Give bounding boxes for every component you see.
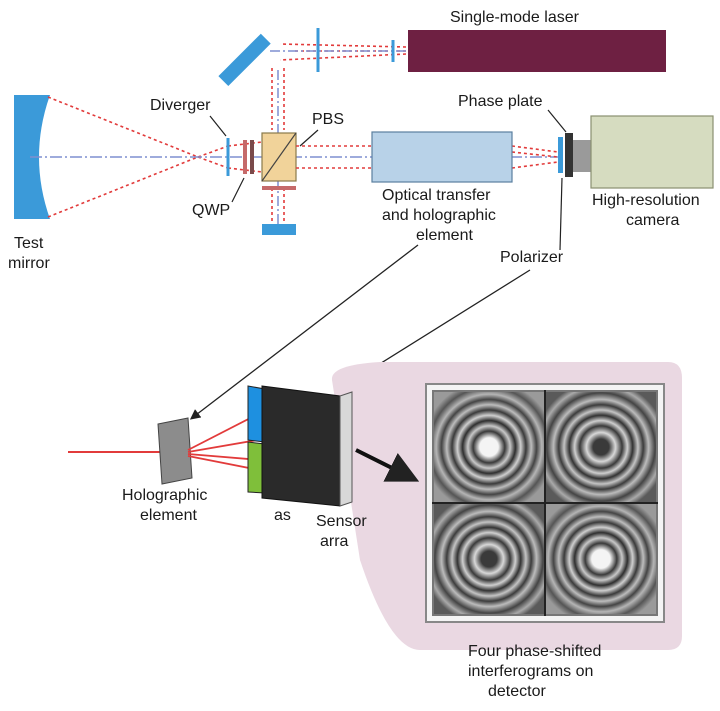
optical-transfer-label-1: Optical transfer — [382, 187, 491, 204]
pbs-label: PBS — [312, 111, 344, 128]
optical-transfer-label-2: and holographic — [382, 207, 496, 224]
caption-line-3: detector — [488, 683, 546, 700]
caption-line-2: interferograms on — [468, 663, 593, 680]
polarizer-pointer-top — [559, 177, 563, 251]
output-beam — [296, 145, 559, 169]
holographic-label-1: Holographic — [122, 487, 207, 504]
reference-mirror — [262, 224, 296, 235]
sensor-label-1: Sensor — [316, 513, 367, 530]
caption-line-1: Four phase-shifted — [468, 643, 601, 660]
holographic-element — [157, 417, 193, 485]
lower-qwp — [262, 186, 296, 190]
test-mirror-label-2: mirror — [8, 255, 50, 272]
phase-plate-pointer — [547, 109, 567, 133]
pbs-pointer — [299, 129, 319, 147]
qwp-plate-1 — [243, 140, 247, 174]
laser-label: Single-mode laser — [450, 9, 580, 26]
pbs-cube — [261, 132, 297, 182]
laser-box — [408, 30, 666, 72]
polarizer-element — [558, 137, 563, 173]
interferogram-1 — [434, 392, 544, 502]
sensor-label-2: arra — [320, 533, 349, 550]
sensor-to-detector-arrow — [355, 448, 420, 482]
phase-plate-label: Phase plate — [458, 93, 543, 110]
beam-expander-lenses — [316, 28, 395, 72]
test-mirror-label-1: Test — [14, 235, 44, 252]
optical-transfer-element — [371, 131, 513, 183]
laser-beam — [279, 43, 407, 61]
camera — [573, 115, 714, 189]
test-beam-cone — [47, 96, 263, 218]
fold-mirror — [218, 33, 271, 87]
optical-transfer-label-3: element — [416, 227, 473, 244]
qwp-plate-2 — [250, 140, 254, 174]
qwp-pointer — [231, 177, 245, 203]
interferogram-panel — [425, 383, 665, 623]
holo-detail-pointer — [189, 244, 419, 420]
interferogram-4 — [546, 504, 656, 614]
qwp-label: QWP — [192, 202, 230, 219]
phase-plate-element — [565, 133, 573, 177]
camera-label-2: camera — [626, 212, 679, 229]
diverger-pointer — [209, 115, 227, 137]
vertical-beam — [271, 68, 285, 222]
polarizer-label: Polarizer — [500, 249, 564, 266]
interferogram-3 — [434, 504, 544, 614]
camera-label-1: High-resolution — [592, 192, 700, 209]
mask-label: as — [274, 507, 291, 524]
holographic-label-2: element — [140, 507, 197, 524]
sensor-array — [261, 385, 353, 507]
interferogram-2 — [546, 392, 656, 502]
diverger-label: Diverger — [150, 97, 211, 114]
